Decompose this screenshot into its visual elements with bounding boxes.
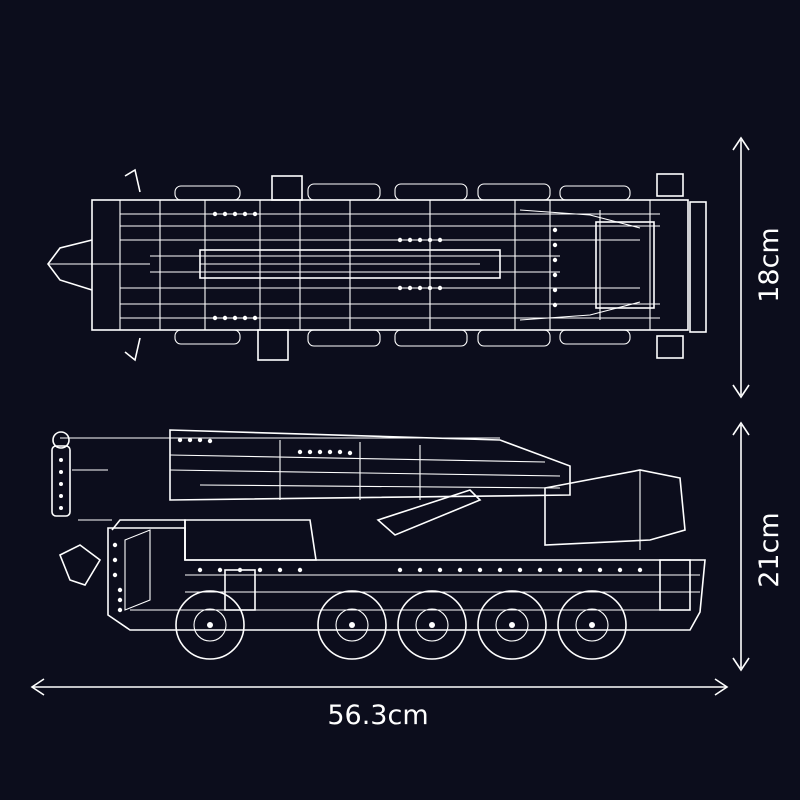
length-dimension-label: 56.3cm xyxy=(327,700,428,731)
side-view-rear-housing xyxy=(544,469,686,546)
side-view-front-hook xyxy=(58,544,102,586)
side-view-drawing xyxy=(51,429,706,660)
length-dimension: 56.3cm xyxy=(30,678,729,731)
side-view-boom-cylinder xyxy=(376,489,482,536)
top-view-mirror-left xyxy=(656,173,684,197)
width-dimension: 18cm xyxy=(732,136,785,399)
wheel xyxy=(397,590,467,660)
wheel xyxy=(477,590,547,660)
height-dimension: 21cm xyxy=(732,421,785,672)
side-view-body-box xyxy=(184,519,317,561)
arrow-up-icon xyxy=(732,136,750,151)
wheel xyxy=(557,590,627,660)
top-view-wheels xyxy=(174,183,631,347)
side-view-wheels xyxy=(175,590,627,660)
top-view-mirror-right xyxy=(656,335,684,359)
side-view-front-cab xyxy=(111,519,186,560)
arrow-up-icon xyxy=(732,421,750,436)
top-view-outline xyxy=(91,199,689,331)
top-view-drawing xyxy=(47,168,707,362)
side-view-hook-block xyxy=(51,445,71,517)
arrow-down-icon xyxy=(732,384,750,399)
side-view-pulley xyxy=(52,431,70,449)
height-dimension-label: 21cm xyxy=(754,512,785,588)
width-dimension-label: 18cm xyxy=(754,227,785,303)
wheel xyxy=(317,590,387,660)
side-view-boom xyxy=(169,429,571,501)
arrow-right-icon xyxy=(714,678,729,696)
arrow-down-icon xyxy=(732,657,750,672)
arrow-left-icon xyxy=(30,678,45,696)
top-view-nose xyxy=(47,239,93,291)
wheel xyxy=(175,590,245,660)
top-view-cab xyxy=(595,221,655,309)
